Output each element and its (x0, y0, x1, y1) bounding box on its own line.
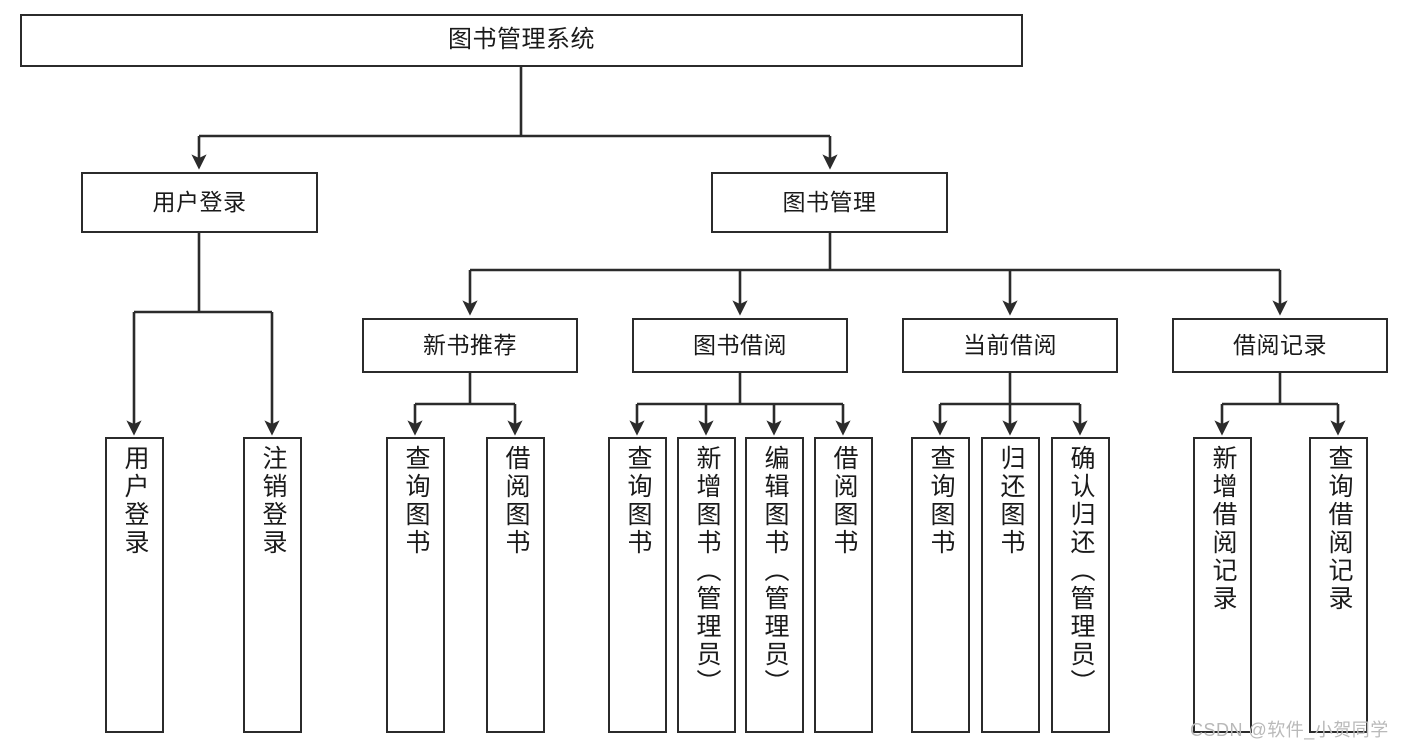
node-leaf-add-book-label: 新增图书（管理员） (693, 445, 721, 697)
node-leaf-query-record[interactable]: 查询借阅记录 (1309, 437, 1368, 733)
node-current-borrow-label: 当前借阅 (963, 331, 1057, 358)
node-user-login[interactable]: 用户登录 (81, 172, 318, 233)
node-book-borrow-label: 图书借阅 (693, 331, 787, 358)
node-leaf-query-book-3-label: 查询图书 (927, 445, 955, 557)
node-leaf-query-book-1[interactable]: 查询图书 (386, 437, 445, 733)
node-leaf-user-login-label: 用户登录 (121, 445, 149, 557)
node-borrow-record-label: 借阅记录 (1233, 331, 1327, 358)
node-leaf-logout[interactable]: 注销登录 (243, 437, 302, 733)
node-root[interactable]: 图书管理系统 (20, 14, 1023, 67)
node-leaf-add-record-label: 新增借阅记录 (1209, 445, 1237, 613)
node-new-book-rec-label: 新书推荐 (423, 331, 517, 358)
node-book-borrow[interactable]: 图书借阅 (632, 318, 848, 373)
node-leaf-edit-book[interactable]: 编辑图书（管理员） (745, 437, 804, 733)
node-user-login-label: 用户登录 (152, 188, 247, 215)
node-current-borrow[interactable]: 当前借阅 (902, 318, 1118, 373)
node-new-book-rec[interactable]: 新书推荐 (362, 318, 578, 373)
node-leaf-add-record[interactable]: 新增借阅记录 (1193, 437, 1252, 733)
node-book-manage[interactable]: 图书管理 (711, 172, 948, 233)
node-leaf-borrow-book-1-label: 借阅图书 (502, 445, 530, 557)
node-book-manage-label: 图书管理 (782, 188, 877, 215)
node-leaf-logout-label: 注销登录 (259, 445, 287, 557)
node-leaf-query-book-2-label: 查询图书 (624, 445, 652, 557)
node-leaf-query-book-2[interactable]: 查询图书 (608, 437, 667, 733)
node-leaf-add-book[interactable]: 新增图书（管理员） (677, 437, 736, 733)
node-leaf-edit-book-label: 编辑图书（管理员） (761, 445, 789, 697)
node-leaf-query-book-3[interactable]: 查询图书 (911, 437, 970, 733)
node-leaf-return-book-label: 归还图书 (997, 445, 1025, 557)
node-borrow-record[interactable]: 借阅记录 (1172, 318, 1388, 373)
node-leaf-borrow-book-2[interactable]: 借阅图书 (814, 437, 873, 733)
node-leaf-query-record-label: 查询借阅记录 (1325, 445, 1353, 613)
node-leaf-borrow-book-1[interactable]: 借阅图书 (486, 437, 545, 733)
node-leaf-confirm-return[interactable]: 确认归还（管理员） (1051, 437, 1110, 733)
node-leaf-borrow-book-2-label: 借阅图书 (830, 445, 858, 557)
node-leaf-return-book[interactable]: 归还图书 (981, 437, 1040, 733)
node-leaf-user-login[interactable]: 用户登录 (105, 437, 164, 733)
node-leaf-confirm-return-label: 确认归还（管理员） (1067, 445, 1095, 697)
node-leaf-query-book-1-label: 查询图书 (402, 445, 430, 557)
node-root-label: 图书管理系统 (448, 26, 595, 54)
